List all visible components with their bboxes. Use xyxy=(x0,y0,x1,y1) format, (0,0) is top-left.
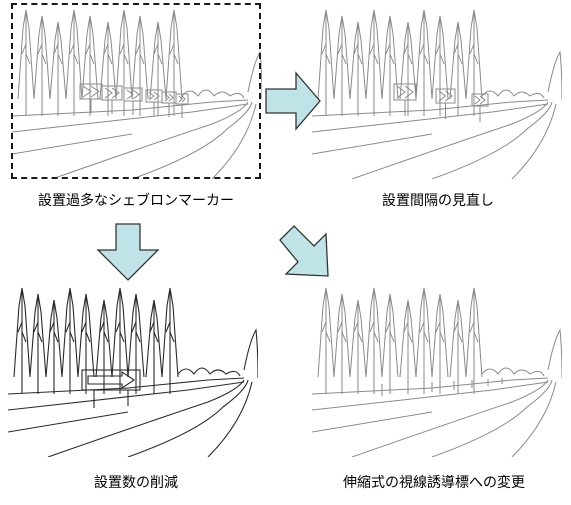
scene-panel-spacing-review xyxy=(312,4,562,179)
scene-panel-reduced-count xyxy=(8,282,258,457)
caption-excess-chevrons: 設置過多なシェブロンマーカー xyxy=(38,193,234,209)
arrow-down-right-icon xyxy=(279,225,329,277)
road-scene-illustration-3 xyxy=(8,287,258,457)
arrow-right-icon xyxy=(265,71,321,131)
scene-panel-delineator-change xyxy=(312,282,562,457)
scene-panel-excess-chevrons xyxy=(12,4,262,179)
arrow-down-icon xyxy=(96,223,160,281)
caption-spacing-review: 設置間隔の見直し xyxy=(382,193,494,209)
road-scene-illustration-1 xyxy=(12,9,262,179)
road-scene-illustration-2 xyxy=(312,9,562,179)
caption-reduced-count: 設置数の削減 xyxy=(94,475,178,491)
road-scene-illustration-4 xyxy=(312,287,562,457)
caption-delineator-change: 伸縮式の視線誘導標への変更 xyxy=(343,475,525,491)
